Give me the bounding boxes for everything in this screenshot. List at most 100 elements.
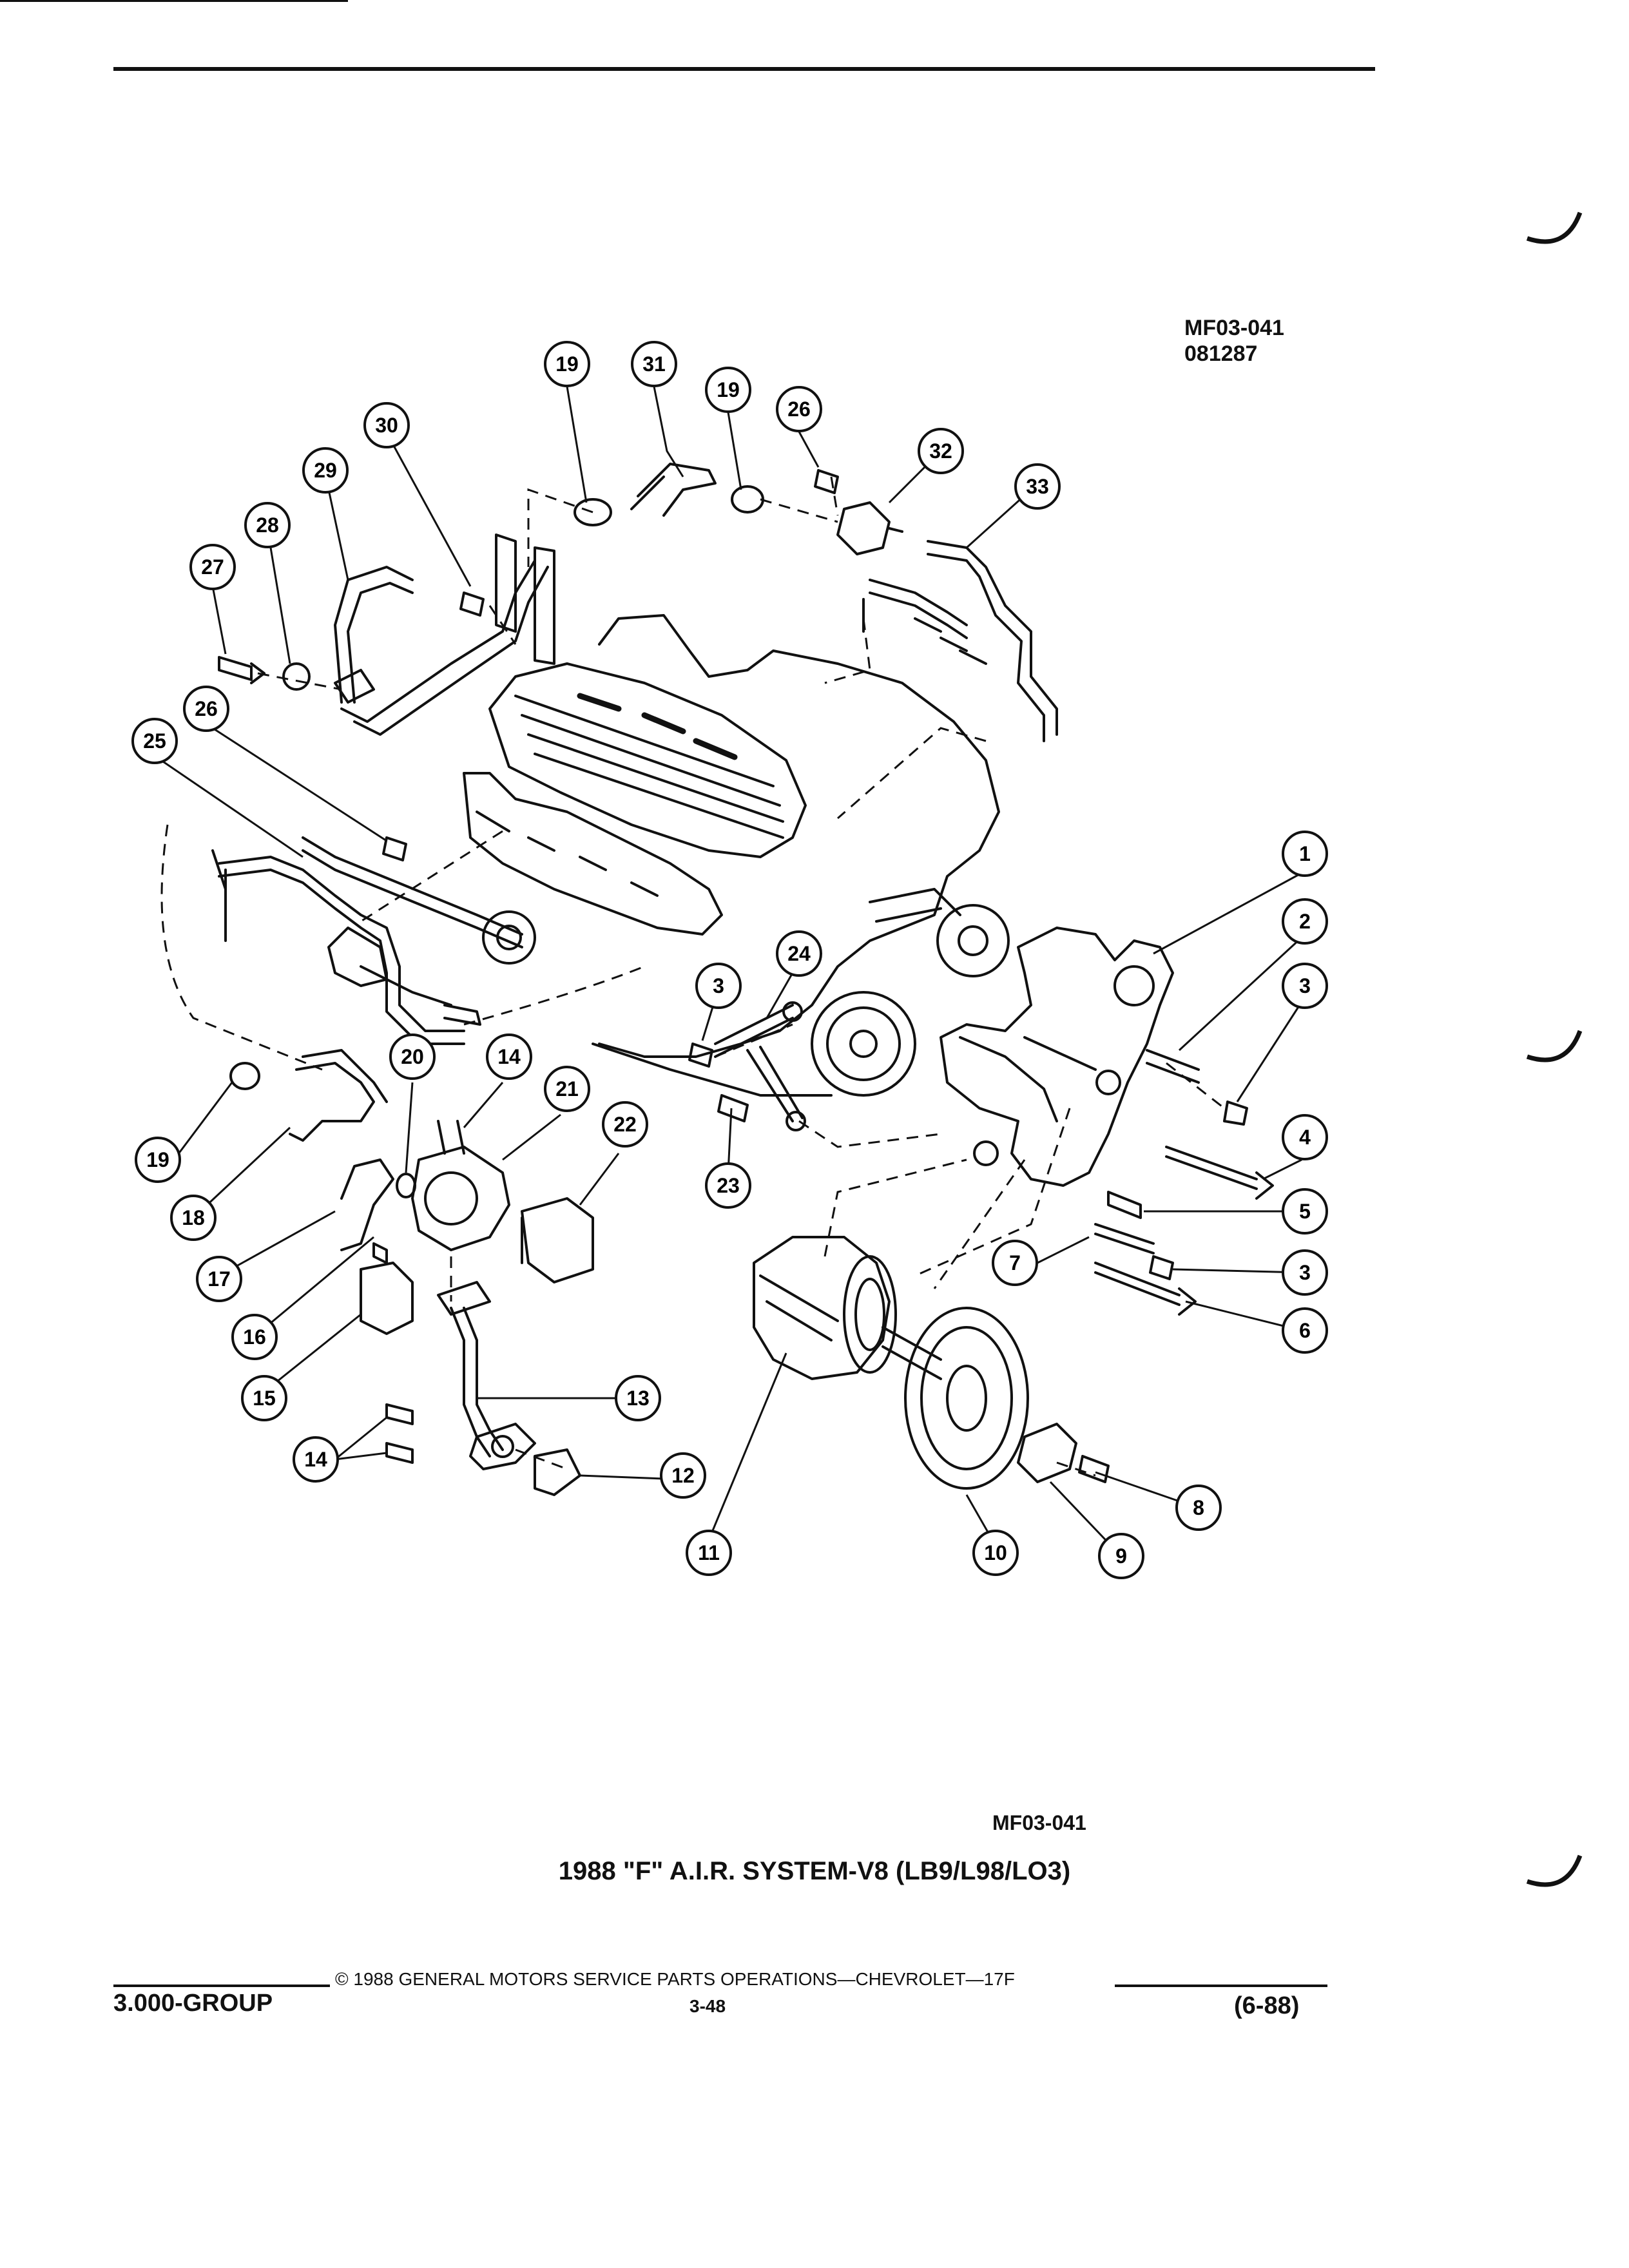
nut-3-rod — [688, 1043, 713, 1068]
revision-date: (6-88) — [1234, 1992, 1300, 2019]
svg-text:4: 4 — [1299, 1126, 1311, 1149]
svg-text:33: 33 — [1026, 475, 1049, 498]
callout-14-top: 14 — [486, 1033, 532, 1080]
nut-26-top — [814, 469, 839, 494]
callout-3-b: 3 — [695, 963, 742, 1009]
svg-text:28: 28 — [256, 514, 279, 537]
callout-24: 24 — [776, 930, 822, 977]
air-pump — [753, 1236, 891, 1380]
air-pipe-13 — [450, 1307, 491, 1457]
bolt-23 — [717, 1094, 749, 1122]
muffler-22 — [521, 1197, 594, 1283]
bolt-2 — [1146, 1049, 1200, 1084]
svg-text:15: 15 — [253, 1387, 276, 1410]
hose-18 — [289, 1062, 375, 1142]
svg-text:31: 31 — [642, 352, 666, 376]
intake-manifold — [463, 772, 723, 936]
callout-17: 17 — [196, 1256, 242, 1302]
figure-caption: 1988 "F" A.I.R. SYSTEM-V8 (LB9/L98/LO3) — [558, 1857, 1071, 1885]
nut-3-lower — [1149, 1255, 1174, 1280]
svg-text:19: 19 — [146, 1148, 169, 1171]
callout-29: 29 — [302, 447, 349, 494]
svg-text:1: 1 — [1299, 842, 1311, 865]
callout-26-top: 26 — [776, 386, 822, 432]
svg-text:26: 26 — [787, 398, 811, 421]
exhaust-air-pipe-left — [218, 856, 465, 1032]
svg-text:16: 16 — [243, 1325, 266, 1349]
hose-17 — [340, 1158, 394, 1251]
callout-5: 5 — [1282, 1188, 1328, 1235]
svg-text:14: 14 — [497, 1045, 521, 1068]
solenoid-15 — [360, 1262, 414, 1335]
callout-30: 30 — [363, 402, 410, 448]
nut-3-top — [1223, 1100, 1248, 1126]
callout-4: 4 — [1282, 1114, 1328, 1160]
engine-block — [598, 614, 1000, 1058]
bolt-6 — [1094, 1262, 1181, 1306]
callout-3-a: 3 — [1282, 963, 1328, 1009]
svg-text:25: 25 — [143, 729, 166, 753]
flange-12 — [469, 1423, 536, 1470]
bottom-drawing-code: MF03-041 — [992, 1811, 1086, 1834]
svg-text:30: 30 — [375, 414, 398, 437]
footer-rule-right — [1115, 1984, 1327, 1987]
callout-31: 31 — [631, 341, 677, 387]
svg-text:12: 12 — [671, 1464, 695, 1487]
bolt-14-b — [385, 1442, 414, 1464]
air-pump-pulley — [904, 1307, 1029, 1490]
callout-14-bottom: 14 — [293, 1436, 339, 1483]
callout-1: 1 — [1282, 831, 1328, 877]
svg-text:3: 3 — [1299, 1261, 1311, 1284]
callout-7: 7 — [992, 1240, 1038, 1286]
callout-19-a: 19 — [544, 341, 590, 387]
callout-19-b: 19 — [705, 367, 751, 413]
clamp-19-b — [731, 485, 764, 514]
drawing-date: 081287 — [1184, 341, 1258, 366]
svg-text:21: 21 — [555, 1077, 579, 1100]
adjust-rod — [714, 1004, 804, 1122]
svg-text:3: 3 — [713, 974, 724, 997]
svg-text:17: 17 — [207, 1267, 231, 1291]
callout-33: 33 — [1014, 463, 1061, 510]
callout-6: 6 — [1282, 1307, 1328, 1354]
callout-2: 2 — [1282, 898, 1328, 945]
svg-text:27: 27 — [201, 555, 224, 579]
bolt-16 — [372, 1242, 388, 1264]
callout-11: 11 — [686, 1530, 732, 1576]
top-corner-mark — [0, 0, 348, 2]
callout-10: 10 — [972, 1530, 1019, 1576]
svg-text:9: 9 — [1115, 1544, 1127, 1568]
top-rule — [113, 67, 1375, 71]
svg-text:3: 3 — [1299, 974, 1311, 997]
svg-text:14: 14 — [304, 1448, 327, 1471]
diverter-valve-21 — [411, 1146, 510, 1251]
bolt-5 — [1107, 1191, 1142, 1219]
copyright-line: © 1988 GENERAL MOTORS SERVICE PARTS OPER… — [335, 1969, 1015, 1989]
clamp-19-left — [229, 1062, 260, 1090]
callout-16: 16 — [231, 1314, 278, 1360]
pulley-bolt — [1078, 1455, 1110, 1483]
check-valve-32 — [836, 501, 891, 555]
svg-text:22: 22 — [613, 1113, 637, 1136]
callout-19-left: 19 — [135, 1137, 181, 1183]
valve-cover — [488, 662, 807, 858]
drawing-code: MF03-041 — [1184, 316, 1284, 340]
callout-27: 27 — [189, 544, 236, 590]
nut-26-left — [382, 836, 407, 861]
svg-text:10: 10 — [984, 1541, 1007, 1564]
callout-9: 9 — [1098, 1533, 1144, 1579]
svg-text:5: 5 — [1299, 1200, 1311, 1223]
air-pipe-33 — [927, 540, 1058, 736]
svg-text:8: 8 — [1193, 1496, 1204, 1519]
footer-rule-left — [113, 1984, 330, 1987]
callout-21: 21 — [544, 1066, 590, 1112]
callout-13: 13 — [615, 1375, 661, 1421]
callout-15: 15 — [241, 1375, 287, 1421]
svg-text:18: 18 — [182, 1206, 205, 1229]
bolt-4 — [1165, 1146, 1258, 1190]
svg-text:11: 11 — [698, 1541, 720, 1564]
callout-12: 12 — [660, 1452, 706, 1499]
pulley-hub — [1017, 1423, 1077, 1483]
binding-marks — [1526, 211, 1583, 1887]
